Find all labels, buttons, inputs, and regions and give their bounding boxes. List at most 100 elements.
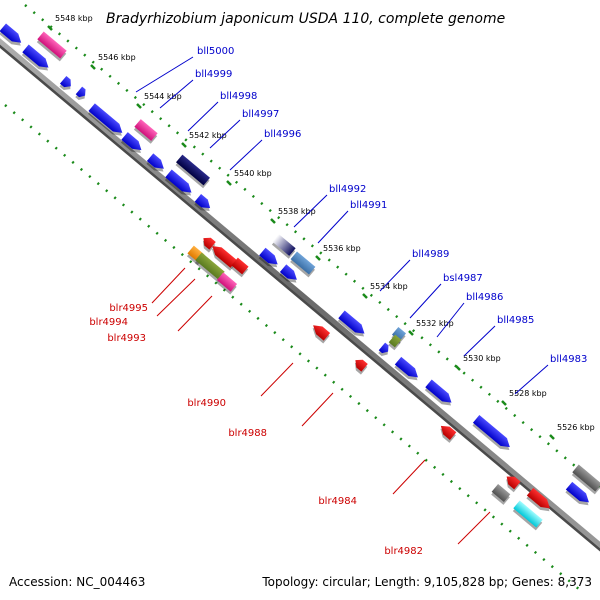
gene-shape xyxy=(146,153,164,169)
gene-glyph[interactable] xyxy=(133,119,159,144)
forward-gene-label[interactable]: bll4983 xyxy=(550,354,587,365)
gene-shape xyxy=(313,325,331,341)
kbp-label: 5540 kbp xyxy=(234,169,272,178)
forward-gene-label[interactable]: bll4998 xyxy=(220,91,257,102)
gene-glyph[interactable] xyxy=(194,252,226,283)
gene-glyph[interactable] xyxy=(230,257,250,278)
label-leader-line xyxy=(379,259,411,292)
upper-tick-track xyxy=(24,4,600,488)
gene-glyph[interactable] xyxy=(471,415,514,454)
gene-shape xyxy=(472,415,510,448)
gene-features xyxy=(0,23,600,531)
gene-glyph[interactable] xyxy=(393,356,422,384)
label-leader-line xyxy=(301,392,334,427)
kbp-tick xyxy=(226,180,232,186)
gene-shape xyxy=(231,257,249,275)
kbp-label: 5538 kbp xyxy=(278,207,316,216)
gene-glyph[interactable] xyxy=(215,272,238,295)
gene-shape xyxy=(259,247,278,265)
forward-gene-label[interactable]: bll4997 xyxy=(242,109,279,120)
gene-glyph[interactable] xyxy=(525,487,554,515)
gene-shape xyxy=(194,194,211,209)
forward-gene-label[interactable]: bsl4987 xyxy=(443,273,483,284)
label-leader-line xyxy=(187,101,219,132)
reverse-gene-label[interactable]: blr4982 xyxy=(384,546,423,557)
gene-glyph[interactable] xyxy=(490,484,511,505)
gene-glyph[interactable] xyxy=(87,103,127,139)
forward-gene-label[interactable]: bll4991 xyxy=(350,200,387,211)
gene-glyph[interactable] xyxy=(145,153,168,175)
gene-glyph[interactable] xyxy=(258,247,283,271)
gene-shape xyxy=(506,476,521,490)
label-leader-line xyxy=(135,56,194,93)
gene-glyph[interactable] xyxy=(571,464,600,495)
accession-text: Accession: NC_004463 xyxy=(9,575,145,589)
label-leader-line xyxy=(209,119,241,149)
kbp-tick xyxy=(455,365,461,371)
label-leader-line xyxy=(317,210,349,244)
kbp-label: 5530 kbp xyxy=(463,354,501,363)
gene-glyph[interactable] xyxy=(174,154,211,189)
gene-shape xyxy=(203,237,216,250)
gene-glyph[interactable] xyxy=(387,334,402,351)
gene-glyph[interactable] xyxy=(377,342,392,359)
gene-glyph[interactable] xyxy=(308,321,331,344)
label-leader-line xyxy=(409,283,442,319)
gene-glyph[interactable] xyxy=(164,169,196,200)
gene-glyph[interactable] xyxy=(74,86,89,103)
gene-glyph[interactable] xyxy=(120,132,146,157)
gene-glyph[interactable] xyxy=(436,422,457,443)
label-leader-line xyxy=(156,278,196,317)
reverse-gene-label[interactable]: blr4993 xyxy=(107,333,146,344)
gene-shape xyxy=(440,425,457,440)
forward-gene-label[interactable]: bll4989 xyxy=(412,249,449,260)
strand-guide-lines xyxy=(4,4,600,591)
forward-gene-label[interactable]: bll4985 xyxy=(497,315,534,326)
kbp-tick xyxy=(501,400,507,406)
gene-glyph[interactable] xyxy=(193,194,214,215)
gene-shape xyxy=(212,246,237,268)
genome-summary-text: Topology: circular; Length: 9,105,828 bp… xyxy=(261,575,592,589)
gene-glyph[interactable] xyxy=(0,23,26,49)
label-leader-line xyxy=(260,362,294,397)
backbone-line xyxy=(0,38,600,549)
reverse-gene-label[interactable]: blr4988 xyxy=(228,428,267,439)
gene-shape xyxy=(59,75,71,88)
gene-shape xyxy=(165,169,192,193)
gene-glyph[interactable] xyxy=(58,75,75,93)
forward-gene-label[interactable]: bll5000 xyxy=(197,46,234,57)
gene-shape xyxy=(513,500,543,528)
gene-glyph[interactable] xyxy=(512,500,544,531)
gene-shape xyxy=(279,264,297,280)
kbp-tick xyxy=(362,293,368,299)
kbp-label: 5536 kbp xyxy=(323,244,361,253)
gene-glyph[interactable] xyxy=(271,234,297,259)
genome-backbone xyxy=(0,38,600,552)
kbp-tick xyxy=(90,64,96,70)
forward-gene-label[interactable]: bll4996 xyxy=(264,129,301,140)
gene-glyph[interactable] xyxy=(424,379,456,410)
label-leader-line xyxy=(151,267,186,304)
gene-glyph[interactable] xyxy=(21,44,53,75)
gene-glyph[interactable] xyxy=(289,251,317,278)
gene-glyph[interactable] xyxy=(337,310,369,341)
gene-shape xyxy=(75,86,86,98)
gene-glyph[interactable] xyxy=(351,356,369,375)
gene-glyph[interactable] xyxy=(36,31,68,62)
reverse-gene-label[interactable]: blr4995 xyxy=(109,303,148,314)
reverse-gene-label[interactable]: blr4984 xyxy=(318,496,357,507)
gene-glyph[interactable] xyxy=(278,264,301,286)
reverse-gene-label[interactable]: blr4994 xyxy=(89,317,128,328)
forward-gene-label[interactable]: bll4992 xyxy=(329,184,366,195)
kbp-tick xyxy=(181,142,187,148)
forward-gene-label[interactable]: bll4986 xyxy=(466,292,503,303)
gene-glyph[interactable] xyxy=(199,234,217,253)
gene-glyph[interactable] xyxy=(564,481,593,509)
forward-gene-label[interactable]: bll4999 xyxy=(195,69,232,80)
gene-shape xyxy=(37,31,67,59)
gene-glyph[interactable] xyxy=(502,473,522,493)
gene-glyph[interactable] xyxy=(207,242,238,271)
gene-shape xyxy=(378,342,389,354)
reverse-gene-label[interactable]: blr4990 xyxy=(187,398,226,409)
